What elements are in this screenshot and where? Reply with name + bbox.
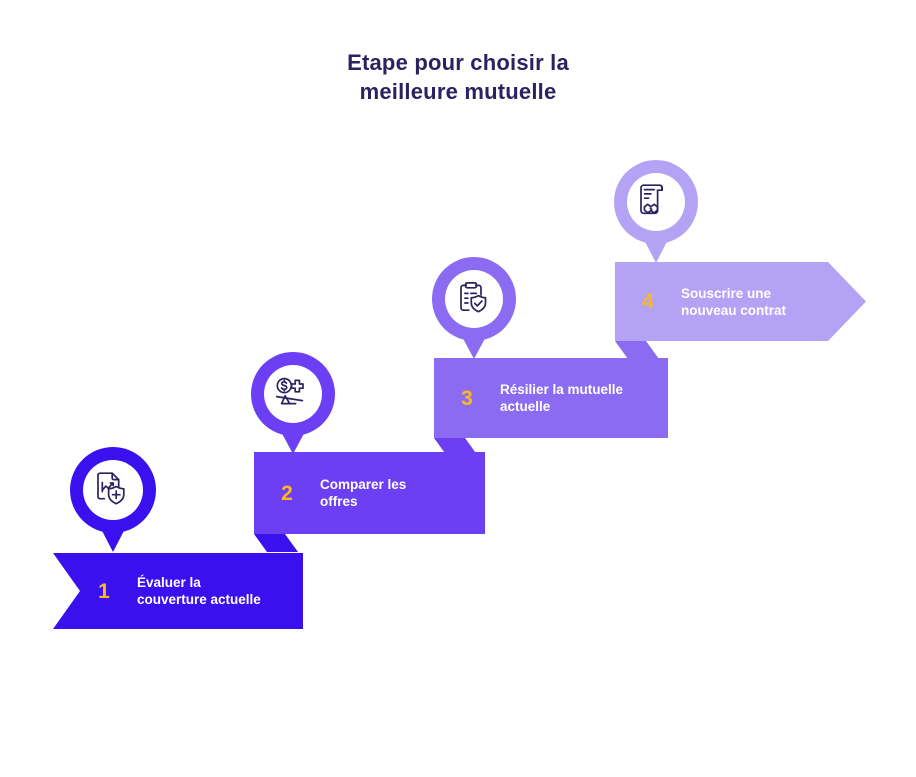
step-3-banner [434, 358, 686, 462]
step-1-banner [53, 553, 303, 629]
step-1-pin-tail [98, 523, 128, 552]
step-3-pin [432, 257, 516, 362]
step-4-banner [615, 262, 885, 364]
document-chart-shield-plus-icon [97, 472, 125, 505]
step-2-pin [251, 352, 335, 457]
contract-scroll-handshake-icon [640, 184, 664, 215]
step-4-banner-shape [615, 262, 866, 341]
step-3-banner-shape [434, 358, 668, 438]
step-2-pin-inner [264, 365, 322, 423]
step-2-banner [254, 452, 506, 558]
step-4-pin-tail [641, 234, 671, 263]
step-2-pin-tail [278, 426, 308, 454]
page-title: Etape pour choisir la meilleure mutuelle [347, 50, 569, 104]
step-4-pin [614, 160, 698, 266]
step-3-pin-tail [459, 331, 489, 359]
step-2-shadow-tab [254, 534, 298, 552]
step-3-shadow-tab [434, 438, 478, 456]
step-1-banner-shape [53, 553, 303, 629]
step-4-shadow-tab [615, 341, 659, 359]
scale-dollar-cross-icon [275, 377, 304, 405]
step-1-pin [70, 447, 156, 555]
step-4-pin-inner [627, 173, 685, 231]
step-2-banner-shape [254, 452, 485, 534]
clipboard-shield-check-icon [460, 282, 487, 313]
